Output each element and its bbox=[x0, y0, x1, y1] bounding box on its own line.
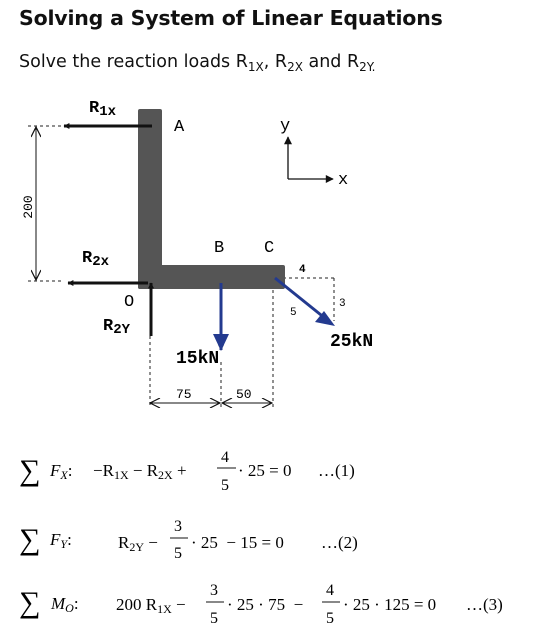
equation-2-fraction-denominator: 5 bbox=[174, 545, 182, 562]
point-b-label: B bbox=[214, 239, 224, 258]
subtitle-prefix: Solve the reaction loads R bbox=[19, 52, 248, 72]
equation-2-rest: · 25 − 15 = 0 bbox=[191, 533, 284, 552]
slope-horizontal-label: 4 bbox=[299, 264, 306, 276]
coordinate-axes: y x bbox=[280, 117, 348, 190]
equation-1-reference: …(1) bbox=[318, 461, 355, 480]
equation-sum-fx: ∑ FX: −R1X − R2X + 4 5 · 25 = 0 …(1) bbox=[19, 449, 355, 494]
equation-2-reference: …(2) bbox=[321, 533, 358, 552]
load-25kn-arrow bbox=[274, 276, 327, 321]
l-beam bbox=[138, 109, 285, 289]
beam-vertical-segment bbox=[138, 109, 162, 289]
equation-3-rest: · 25 · 125 = 0 bbox=[343, 595, 436, 614]
dimension-label-50: 50 bbox=[236, 387, 252, 402]
equation-2-fraction-numerator: 3 bbox=[174, 518, 182, 535]
equation-1-terms: −R1X − R2X + bbox=[93, 461, 187, 482]
beam-horizontal-segment bbox=[138, 265, 285, 289]
equation-3-reference: …(3) bbox=[466, 595, 503, 614]
slope-hypotenuse-label: 5 bbox=[290, 307, 297, 319]
length-dimensions: 75 50 bbox=[151, 362, 271, 410]
equation-1-label: FX: bbox=[49, 461, 72, 482]
equation-1-rest: · 25 = 0 bbox=[238, 461, 292, 480]
equation-3-middle: · 25 · 75 − bbox=[227, 595, 303, 614]
equation-2-terms: R2Y − bbox=[118, 533, 158, 554]
equation-3-fraction-2-numerator: 4 bbox=[326, 582, 334, 599]
equation-sum-mo: ∑ MO: 200 R1X − 3 5 · 25 · 75 − 4 5 · 25… bbox=[19, 582, 503, 627]
r1x-label: R1x bbox=[89, 99, 117, 120]
load-25kn-label: 25kN bbox=[330, 332, 373, 352]
x-axis-label: x bbox=[338, 171, 348, 190]
equation-3-fraction-1-numerator: 3 bbox=[210, 582, 218, 599]
equation-3-fraction-1-denominator: 5 bbox=[210, 610, 218, 627]
summation-symbol: ∑ bbox=[19, 523, 40, 556]
load-25kn-arrowhead bbox=[315, 311, 335, 326]
load-15kn-label: 15kN bbox=[176, 349, 219, 369]
equation-3-label: MO: bbox=[50, 594, 79, 615]
point-o-label: O bbox=[124, 293, 134, 312]
r2x-label: R2x bbox=[82, 249, 110, 270]
equation-1-fraction-denominator: 5 bbox=[221, 477, 229, 494]
subscript-2y: 2Y. bbox=[359, 60, 376, 74]
equation-1-fraction-numerator: 4 bbox=[221, 449, 229, 466]
subscript-1x: 1X bbox=[247, 60, 264, 74]
point-a-label: A bbox=[174, 118, 185, 137]
equation-3-fraction-2-denominator: 5 bbox=[326, 610, 334, 627]
summation-symbol: ∑ bbox=[19, 586, 40, 619]
load-15kn-arrowhead bbox=[213, 334, 229, 351]
y-axis-label: y bbox=[280, 117, 290, 136]
problem-statement: Solve the reaction loads R1X, R2X and R2… bbox=[19, 52, 376, 74]
r2y-label: R2Y bbox=[103, 317, 131, 338]
dimension-label-75: 75 bbox=[176, 387, 192, 402]
height-dimension: 200 bbox=[21, 128, 36, 279]
equation-3-terms: 200 R1X − bbox=[116, 595, 186, 616]
equation-2-label: FY: bbox=[49, 530, 72, 551]
subtitle-sep-1: , R bbox=[263, 52, 288, 72]
summation-symbol: ∑ bbox=[19, 454, 40, 487]
subtitle-sep-2: and R bbox=[302, 52, 360, 72]
subscript-2x: 2X bbox=[287, 60, 303, 74]
equation-sum-fy: ∑ FY: R2Y − 3 5 · 25 − 15 = 0 …(2) bbox=[19, 518, 358, 562]
slope-vertical-label: 3 bbox=[339, 298, 346, 310]
page-title: Solving a System of Linear Equations bbox=[19, 6, 443, 30]
point-c-label: C bbox=[264, 239, 274, 258]
height-dimension-label: 200 bbox=[21, 195, 36, 218]
